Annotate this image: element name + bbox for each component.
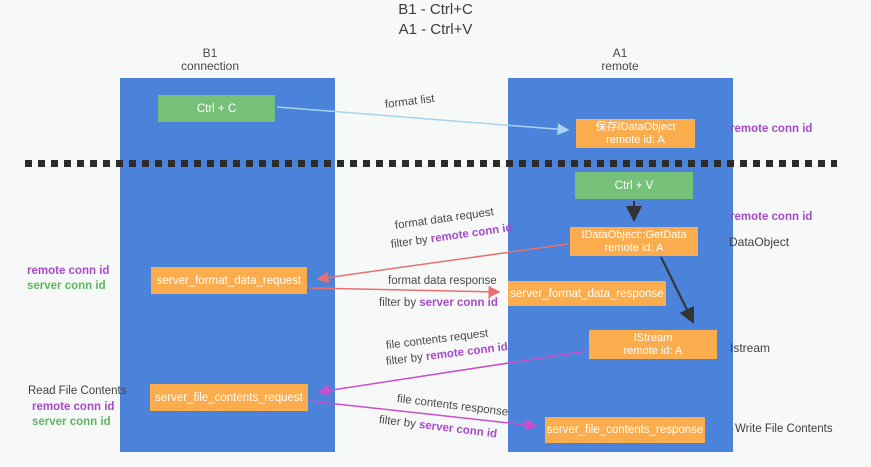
istream-side-label: Istream — [730, 341, 771, 355]
remote-conn-id-text: remote conn id — [430, 221, 514, 246]
ctrl-c-label: Ctrl + C — [196, 102, 237, 115]
right-top-remote-conn-id-label: remote conn id — [730, 123, 813, 135]
ctrl-c-node: Ctrl + C — [158, 95, 275, 122]
ctrl-v-node: Ctrl + V — [575, 172, 693, 199]
filter-by-server-conn-id-label-1: filter by server conn id — [379, 297, 498, 309]
istream-remote-id: remote id: A — [623, 344, 683, 357]
right-column-role: remote — [601, 59, 639, 73]
right-mid-remote-conn-id-label: remote conn id — [730, 211, 813, 223]
left-column-name: B1 — [202, 46, 218, 60]
title-line-2: A1 - Ctrl+V — [398, 21, 473, 38]
istream-title: IStream — [633, 331, 673, 344]
idataobject-getdata-node: IDataObject::GetData remote id: A — [570, 227, 698, 256]
server-format-data-request-label: server_format_data_request — [156, 274, 302, 287]
server-format-data-response-label: server_format_data_response — [510, 287, 664, 300]
ctrl-v-label: Ctrl + V — [614, 179, 654, 192]
format-data-response-label: format data response — [388, 275, 497, 287]
server-format-data-response-node: server_format_data_response — [508, 281, 666, 306]
server-conn-id-text: server conn id — [418, 418, 498, 441]
getdata-remote-id: remote id: A — [604, 241, 664, 254]
file-contents-response-label: file contents response — [396, 393, 509, 419]
read-file-contents-label: Read File Contents — [28, 385, 127, 397]
dataobject-label: DataObject — [729, 235, 790, 249]
filter-by-text: filter by — [385, 351, 427, 368]
save-idataobject-remote-id: remote id: A — [606, 133, 665, 146]
left-column-role: connection — [180, 59, 240, 73]
filter-by-text: filter by — [378, 414, 420, 431]
left-remote-conn-id-label-2: remote conn id — [32, 401, 115, 413]
left-server-conn-id-label-2: server conn id — [32, 416, 111, 428]
server-conn-id-text: server conn id — [419, 297, 498, 309]
server-format-data-request-node: server_format_data_request — [151, 267, 307, 294]
save-idataobject-node: 保存IDataObject remote id: A — [576, 119, 695, 148]
filter-by-server-conn-id-label-2: filter by server conn id — [378, 414, 497, 440]
getdata-title: IDataObject::GetData — [581, 228, 687, 241]
istream-node: IStream remote id: A — [589, 330, 717, 359]
dashed-divider-line — [25, 160, 837, 167]
format-data-response-arrow — [308, 285, 501, 298]
write-file-contents-label: Write File Contents — [735, 423, 833, 435]
save-idataobject-title: 保存IDataObject — [595, 120, 676, 133]
server-file-contents-request-label: server_file_contents_request — [155, 391, 303, 404]
right-column-name: A1 — [612, 46, 628, 60]
left-server-conn-id-label: server conn id — [27, 280, 106, 292]
title-line-1: B1 - Ctrl+C — [398, 1, 473, 18]
filter-by-text: filter by — [379, 297, 420, 309]
filter-by-text: filter by — [390, 233, 432, 251]
page-title: B1 - Ctrl+C A1 - Ctrl+V — [0, 0, 871, 40]
server-file-contents-request-node: server_file_contents_request — [150, 384, 308, 411]
format-list-label: format list — [384, 92, 436, 111]
server-file-contents-response-label: server_file_contents_response — [546, 424, 704, 436]
server-file-contents-response-node: server_file_contents_response — [545, 417, 705, 443]
right-column-header: A1 remote — [560, 47, 680, 73]
left-remote-conn-id-label: remote conn id — [27, 265, 110, 277]
left-column-header: B1 connection — [150, 47, 270, 73]
